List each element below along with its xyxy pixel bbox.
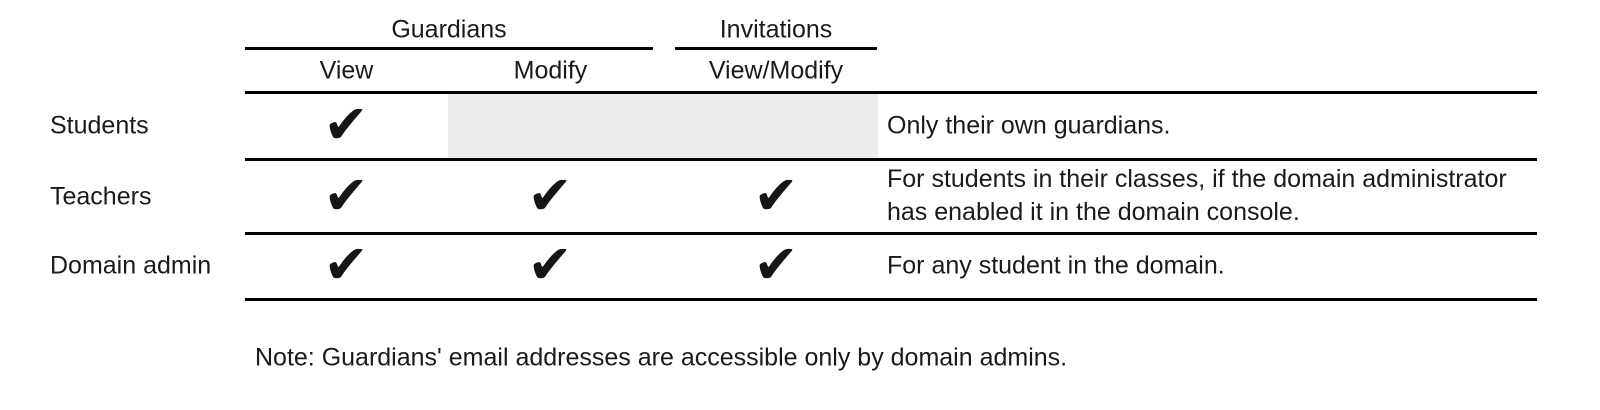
row-label-domain-admin: Domain admin (50, 251, 212, 280)
check-icon: ✔ (323, 164, 369, 227)
row-label-students: Students (50, 111, 149, 140)
column-header-view: View (319, 56, 374, 85)
footnote: Note: Guardians' email addresses are acc… (255, 343, 1068, 372)
row-note: For any student in the domain. (887, 250, 1225, 283)
disabled-cells-region (448, 94, 878, 158)
row-note-line: Only their own guardians. (887, 111, 1171, 140)
row-note-line: has enabled it in the domain console. (887, 198, 1300, 226)
column-header-modify: Modify (513, 56, 588, 85)
check-icon: ✔ (323, 93, 369, 156)
row-note-line: For students in their classes, if the do… (887, 165, 1507, 193)
table-rule (245, 91, 1537, 94)
column-group-invitations: Invitations (719, 15, 833, 44)
table-rule (245, 158, 1537, 161)
row-note: For students in their classes, if the do… (887, 163, 1507, 229)
invitations-underline (675, 47, 877, 50)
check-icon: ✔ (527, 233, 573, 296)
check-icon: ✔ (527, 164, 573, 227)
check-icon: ✔ (753, 164, 799, 227)
check-icon: ✔ (323, 233, 369, 296)
row-label-teachers: Teachers (50, 182, 152, 211)
row-note: Only their own guardians. (887, 110, 1170, 143)
column-header-view-modify: View/Modify (708, 56, 844, 85)
check-icon: ✔ (753, 233, 799, 296)
table-rule (245, 232, 1537, 235)
column-group-guardians: Guardians (391, 15, 507, 44)
table-rule (245, 298, 1537, 301)
guardians-underline (245, 47, 653, 50)
row-note-line: For any student in the domain. (887, 251, 1225, 280)
